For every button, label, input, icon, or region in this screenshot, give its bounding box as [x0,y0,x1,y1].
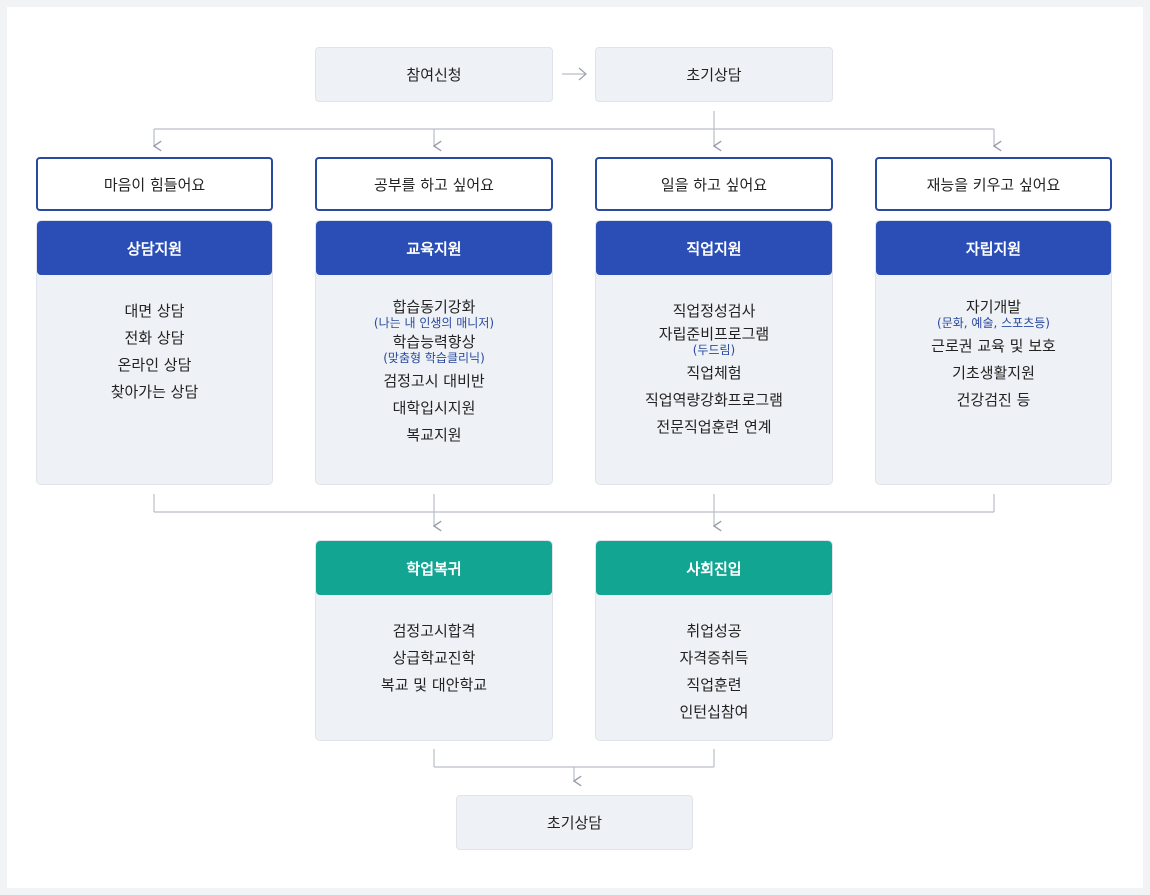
list-item: 대학입시지원 [392,399,476,417]
need-label-2: 공부를 하고 싶어요 [374,175,494,194]
list-item: 자격증취득 [679,649,749,667]
outcome-card-title: 사회진입 [596,541,832,595]
list-item: 찾아가는 상담 [110,383,199,401]
support-card-title: 상담지원 [37,221,272,275]
final-consult-box: 초기상담 [456,795,693,850]
list-item: 검정고시합격 [392,622,476,640]
list-item: 상급학교진학 [392,649,476,667]
list-item: 인턴십참여 [679,703,749,721]
initial-consult-label: 초기상담 [686,66,742,84]
list-item: 직업정성검사 [672,302,756,320]
arrowhead-right-icon [578,67,587,81]
need-label-3: 일을 하고 싶어요 [660,175,768,194]
need-box-1: 마음이 힘들어요 [36,157,273,211]
list-item: 온라인 상담 [117,356,192,374]
apply-label: 참여신청 [406,66,462,84]
support-card-title: 자립지원 [876,221,1111,275]
need-label-4: 재능을 키우고 싶어요 [926,175,1061,194]
outcome-card-social-entry: 사회진입 취업성공 자격증취득 직업훈련 인턴십참여 [595,540,833,741]
connector-lines [7,67,1143,888]
list-item: 취업성공 [686,622,742,640]
need-box-4: 재능을 키우고 싶어요 [875,157,1112,211]
list-item: 직업훈련 [686,676,742,694]
list-item: 전화 상담 [124,329,185,347]
support-card-title: 교육지원 [316,221,552,275]
initial-consult-box: 초기상담 [595,47,833,102]
need-box-2: 공부를 하고 싶어요 [315,157,553,211]
list-item: 직업역량강화프로그램 [644,391,783,409]
flow-diagram: 참여신청 초기상담 마음이 힘들어요 공부를 하고 싶어요 일을 하고 싶어요 … [7,7,1143,888]
list-item: 대면 상담 [124,302,185,320]
outcome-card-school-return: 학업복귀 검정고시합격 상급학교진학 복교 및 대안학교 [315,540,553,741]
list-item: 건강검진 등 [956,391,1031,409]
list-item: 근로권 교육 및 보호 [931,337,1056,355]
list-item: 자립준비프로그램 [658,325,770,343]
support-card-counseling: 상담지원 대면 상담 전화 상담 온라인 상담 찾아가는 상담 [36,220,273,485]
support-card-career: 직업지원 직업정성검사 자립준비프로그램 (두드림) 직업체험 직업역량강화프로… [595,220,833,485]
support-card-education: 교육지원 합습동기강화 (나는 내 인생의 매니저) 학습능력향상 (맞춤형 학… [315,220,553,485]
list-item: 기초생활지원 [952,364,1035,382]
list-item: 복교 및 대안학교 [380,676,488,694]
list-item: 합습동기강화 [392,298,476,316]
list-item: 전문직업훈련 연계 [656,418,772,436]
list-item-note: (맞춤형 학습클리닉) [383,351,485,365]
outcome-card-title: 학업복귀 [316,541,552,595]
list-item-note: (나는 내 인생의 매니저) [373,316,495,330]
support-card-title: 직업지원 [596,221,832,275]
list-item-note: (문화, 예술, 스포츠등) [937,316,1050,330]
list-item: 학습능력향상 [392,333,476,351]
apply-box: 참여신청 [315,47,553,102]
list-item: 복교지원 [406,426,462,444]
need-label-1: 마음이 힘들어요 [103,175,206,194]
final-consult-label: 초기상담 [546,814,603,832]
list-item: 직업체험 [686,364,742,382]
list-item-note: (두드림) [692,343,736,357]
list-item: 자기개발 [965,298,1022,316]
need-box-3: 일을 하고 싶어요 [595,157,833,211]
support-card-independence: 자립지원 자기개발 (문화, 예술, 스포츠등) 근로권 교육 및 보호 기초생… [875,220,1112,485]
list-item: 검정고시 대비반 [383,372,485,390]
